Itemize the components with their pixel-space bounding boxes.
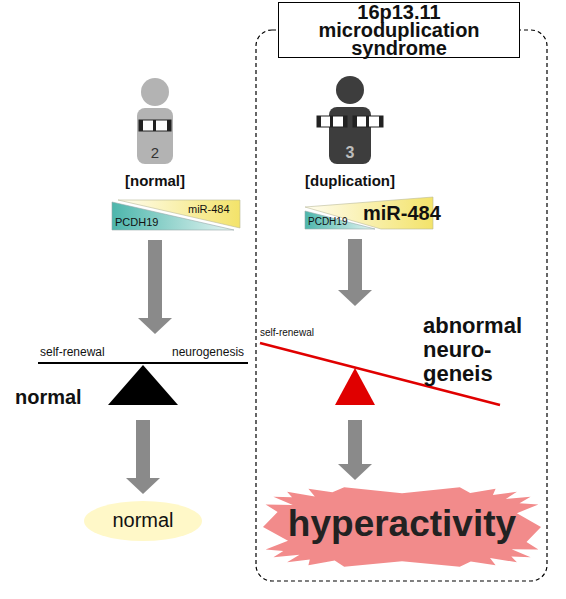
outcome-label: hyperactivity bbox=[262, 504, 542, 545]
mirna-label: miR-484 bbox=[363, 202, 435, 224]
state-label: normal bbox=[15, 386, 95, 408]
outcome-burst: hyperactivity bbox=[262, 486, 542, 568]
balance-label: neurogenesis bbox=[172, 346, 257, 359]
expression-wedge: PCDH19 miR-484 bbox=[305, 197, 433, 229]
balance-label: self-renewal bbox=[260, 327, 330, 338]
state-label: abnormal neuro-geneis bbox=[423, 314, 523, 386]
balance-seesaw: self-renewal neurogenesis normal bbox=[10, 340, 255, 410]
flow-arrow bbox=[138, 240, 172, 334]
flow-arrow bbox=[126, 420, 160, 494]
group-title: 16p13.11 microduplication syndrome bbox=[278, 2, 520, 58]
copy-number: 3 bbox=[340, 144, 360, 162]
outcome-ellipse: normal bbox=[83, 500, 203, 542]
expression-wedge: PCDH19 miR-484 bbox=[112, 200, 240, 230]
copy-number: 2 bbox=[145, 145, 165, 162]
mirna-label: miR-484 bbox=[188, 203, 240, 215]
flow-arrow bbox=[338, 420, 372, 480]
gene-label: PCDH19 bbox=[115, 216, 175, 228]
balance-label: self-renewal bbox=[40, 346, 130, 359]
person-figure: 3 [duplication] bbox=[300, 72, 400, 195]
group-container: 16p13.11 microduplication syndrome 3 [dupl… bbox=[255, 0, 548, 582]
balance-seesaw: self-renewal abnormal neuro-geneis bbox=[258, 312, 548, 410]
person-figure: 2 [normal] bbox=[115, 75, 195, 195]
outcome-label: normal bbox=[83, 509, 203, 531]
flow-arrow bbox=[338, 239, 372, 306]
person-label: [normal] bbox=[115, 173, 195, 190]
person-label: [duplication] bbox=[300, 173, 400, 190]
gene-label: PCDH19 bbox=[308, 216, 358, 227]
